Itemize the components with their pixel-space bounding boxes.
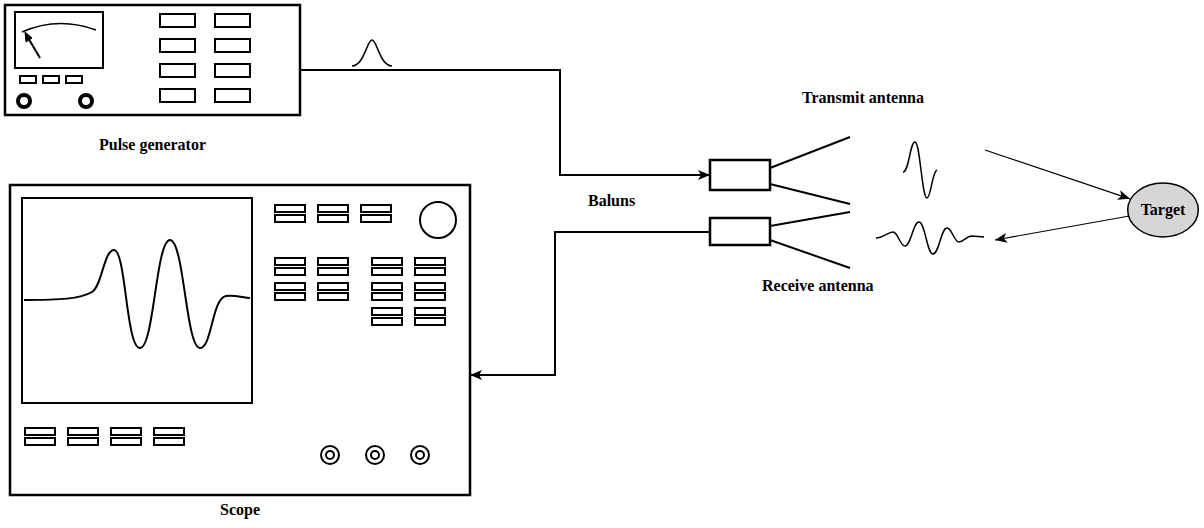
- node-label: Receive antenna: [762, 277, 874, 295]
- pulse-generator-illustration: [22, 23, 96, 32]
- scope-illustration: [372, 258, 402, 275]
- pulse-generator-illustration: [15, 12, 103, 68]
- pulse-generator-illustration: [160, 14, 195, 27]
- target-ellipse-outline: [1128, 183, 1199, 237]
- scope-illustration: [366, 446, 384, 464]
- scope-illustration: [326, 451, 334, 459]
- scope-illustration: [420, 202, 456, 238]
- scope-illustration: [318, 283, 348, 300]
- signal-wire: [985, 150, 1130, 199]
- antenna-group: Receive antenna: [710, 205, 995, 300]
- scope-illustration: [372, 308, 402, 325]
- pulse-generator-illustration: [215, 64, 250, 77]
- pulse-generator-illustration: [66, 76, 82, 83]
- scope-illustration: [25, 428, 55, 445]
- scope-illustration: [415, 283, 445, 300]
- scope-illustration: [371, 451, 379, 459]
- scope-illustration: [111, 428, 141, 445]
- target-ellipse: Target: [1127, 182, 1199, 238]
- scope-illustration: [411, 446, 429, 464]
- receive-waveform: [876, 222, 984, 254]
- pulse-generator-illustration: [80, 95, 92, 107]
- scope-illustration: [415, 258, 445, 275]
- scope-illustration: [22, 198, 252, 403]
- pulse-shape: [352, 40, 392, 66]
- pulse-generator-illustration: [20, 76, 36, 83]
- pulse-generator-illustration: [215, 14, 250, 27]
- balun-antenna-illustration: [710, 160, 770, 190]
- scope-illustration: [416, 451, 424, 459]
- scope-illustration: [275, 258, 305, 275]
- scope-illustration: [318, 258, 348, 275]
- balun-antenna-illustration: [710, 218, 770, 245]
- pulse-generator-illustration: [215, 89, 250, 102]
- node-label: Pulse generator: [5, 136, 300, 154]
- pulse-generator-illustration: [160, 89, 195, 102]
- scope-illustration: [415, 308, 445, 325]
- scope-illustration: [154, 428, 184, 445]
- pulse-generator-illustration: [160, 39, 195, 52]
- pulse-generator-illustration: [25, 32, 32, 42]
- part-label: Baluns: [588, 192, 635, 210]
- node-label: Target: [1141, 201, 1186, 219]
- scope-illustration: [318, 205, 348, 222]
- pulse-generator-illustration: [5, 5, 300, 115]
- scope-illustration: [275, 283, 305, 300]
- signal-wire: [995, 216, 1128, 240]
- scope-illustration: [275, 205, 305, 222]
- signal-wire: [300, 70, 710, 175]
- balun-antenna-illustration: [770, 137, 850, 168]
- scope-illustration: [372, 283, 402, 300]
- scope-illustration: [68, 428, 98, 445]
- pulse-generator-illustration: [160, 64, 195, 77]
- scope-illustration: [10, 185, 470, 495]
- signal-wire: [470, 232, 710, 375]
- balun-antenna-illustration: [770, 240, 850, 268]
- pulse-generator-illustration: [18, 95, 30, 107]
- instrument-box: Pulse generator: [5, 5, 300, 162]
- pulse-generator-illustration: [215, 39, 250, 52]
- scope-illustration: [361, 205, 391, 222]
- node-label: Scope: [10, 501, 470, 519]
- instrument-box: Scope: [10, 185, 470, 522]
- balun-antenna-illustration: [770, 184, 850, 204]
- antenna-group: Transmit antenna: [710, 85, 980, 205]
- scope-illustration: [10, 185, 470, 495]
- scope-illustration: [24, 240, 250, 348]
- balun-antenna-illustration: [770, 212, 850, 226]
- pulse-generator-illustration: [43, 76, 59, 83]
- node-label: Transmit antenna: [802, 89, 924, 107]
- scope-illustration: [321, 446, 339, 464]
- transmit-waveform: [903, 142, 937, 198]
- pulse-generator-illustration: [5, 5, 300, 115]
- balun-antenna-illustration: [710, 137, 984, 268]
